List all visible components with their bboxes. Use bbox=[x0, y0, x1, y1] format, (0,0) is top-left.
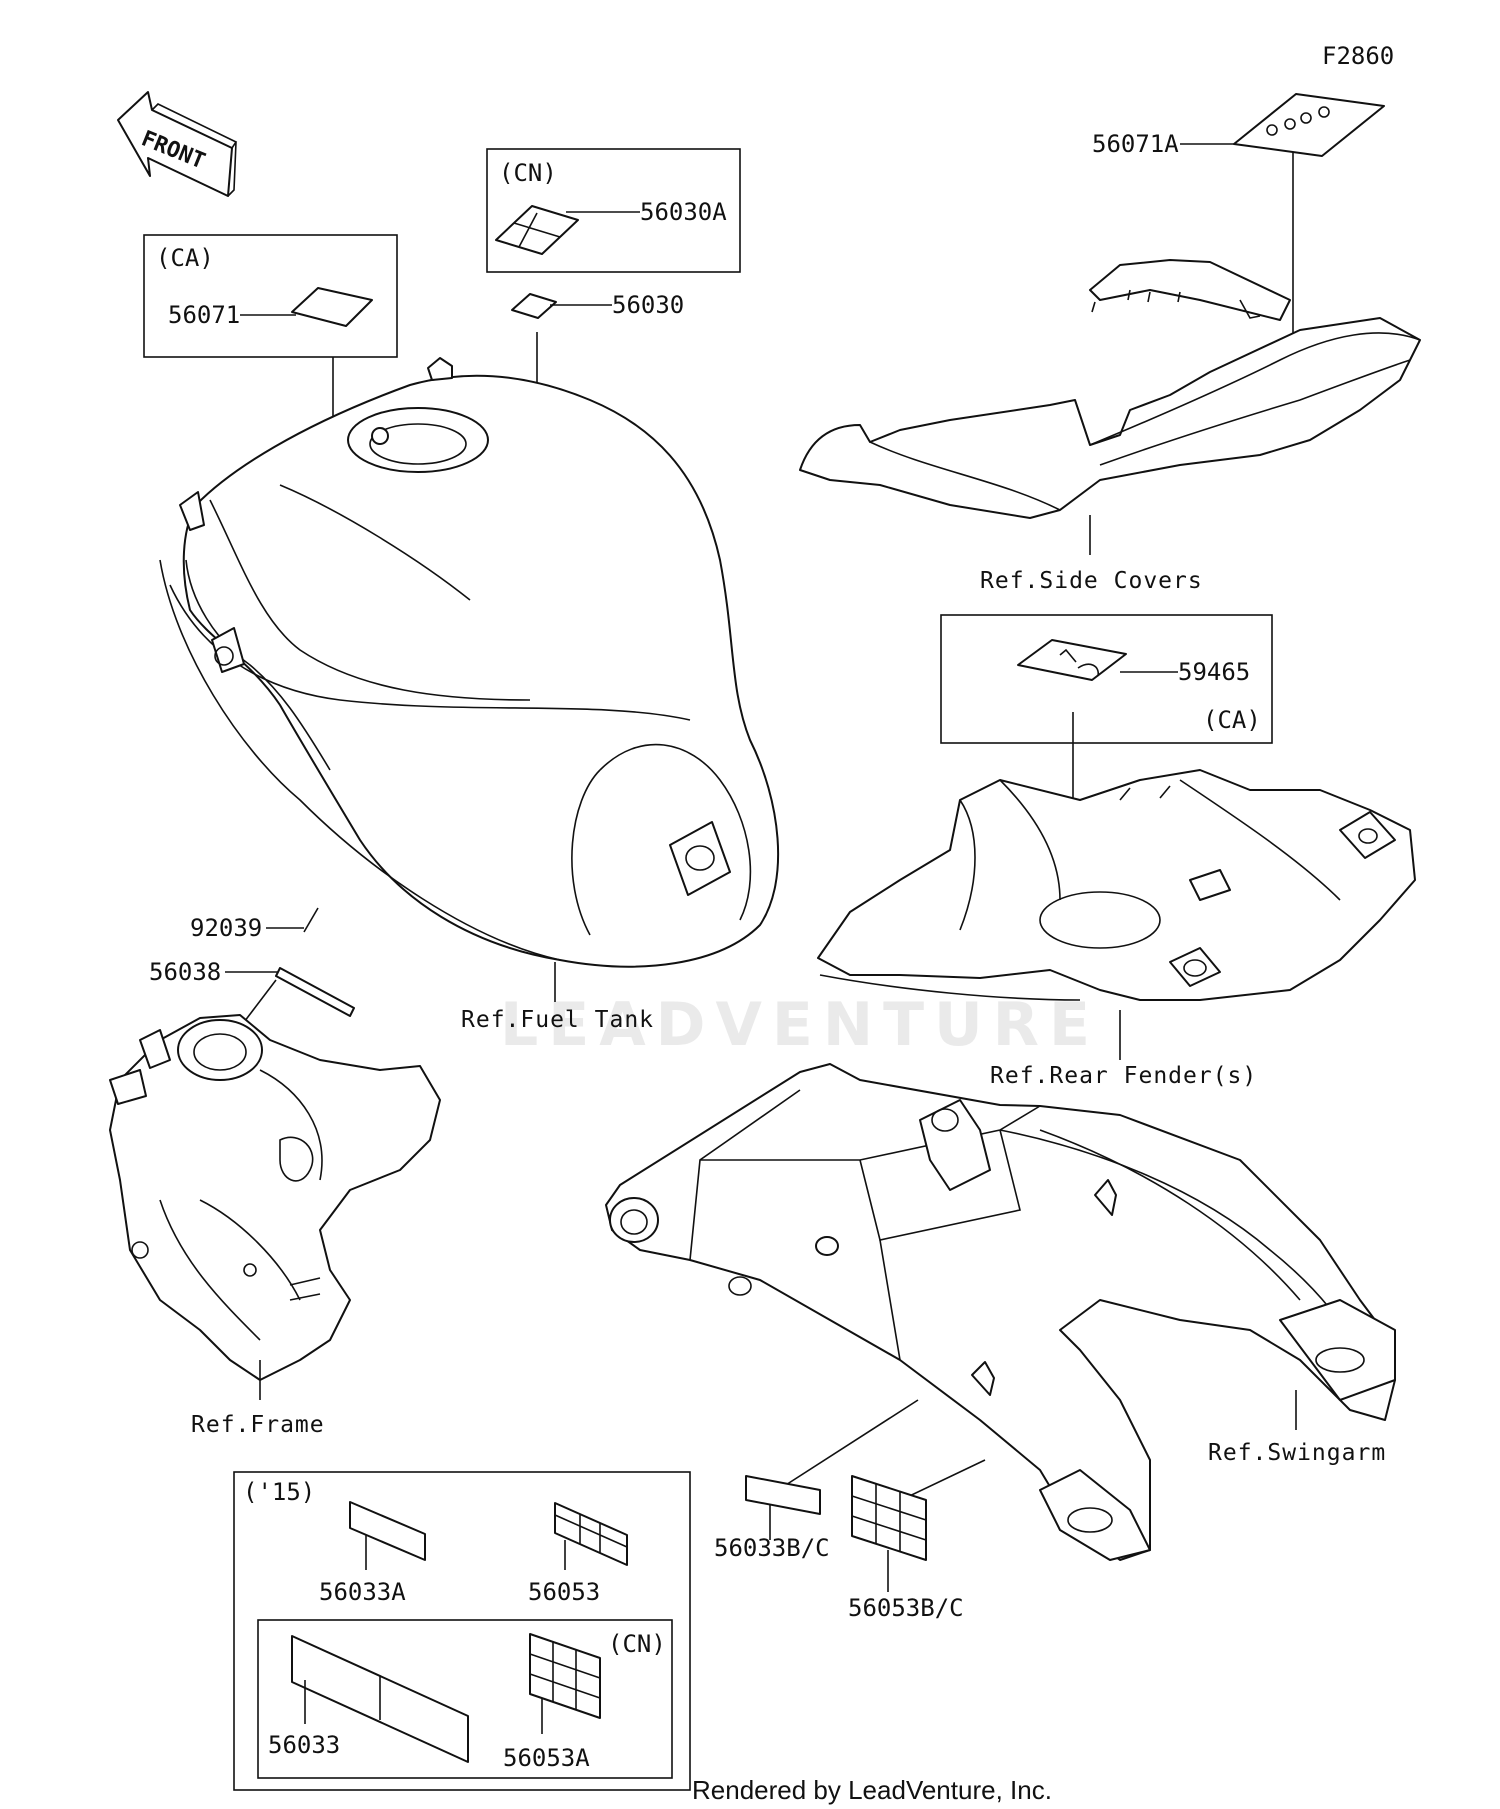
part-label-56053BC: 56053B/C bbox=[848, 1594, 964, 1622]
part-label-56030A: 56030A bbox=[640, 198, 727, 226]
group-box-cn-bottom bbox=[257, 1619, 673, 1779]
part-label-56053: 56053 bbox=[528, 1578, 600, 1606]
front-arrow-icon: FRONT bbox=[117, 91, 238, 197]
label-sticker-56071 bbox=[291, 287, 373, 327]
ref-fuel-tank[interactable]: Ref.Fuel Tank bbox=[461, 1007, 654, 1033]
label-sticker-56053A bbox=[529, 1633, 601, 1719]
label-sticker-56030 bbox=[511, 293, 557, 319]
part-label-92039: 92039 bbox=[190, 914, 262, 942]
cable-tie-92039 bbox=[303, 907, 319, 933]
group-label-ca-top: (CA) bbox=[156, 244, 214, 272]
band-56038 bbox=[275, 967, 355, 1017]
label-sticker-56071A bbox=[1233, 93, 1385, 157]
label-sticker-56053BC bbox=[851, 1475, 927, 1561]
part-label-56033BC: 56033B/C bbox=[714, 1534, 830, 1562]
part-label-59465: 59465 bbox=[1178, 658, 1250, 686]
group-label-cn-top: (CN) bbox=[499, 159, 557, 187]
watermark: LEADVENTURE bbox=[500, 990, 1100, 1060]
group-box-ca-fender bbox=[940, 614, 1273, 744]
part-label-56038: 56038 bbox=[149, 958, 221, 986]
ref-swingarm[interactable]: Ref.Swingarm bbox=[1208, 1440, 1386, 1466]
part-label-56030: 56030 bbox=[612, 291, 684, 319]
group-label-ca-fender: (CA) bbox=[1203, 706, 1261, 734]
figure-code: F2860 bbox=[1322, 42, 1394, 70]
part-label-56053A: 56053A bbox=[503, 1744, 590, 1772]
rear-fender bbox=[817, 769, 1416, 1001]
swingarm bbox=[605, 1063, 1396, 1561]
group-box-ca-top bbox=[143, 234, 398, 358]
fuel-tank bbox=[159, 357, 780, 968]
ref-frame[interactable]: Ref.Frame bbox=[191, 1412, 325, 1438]
label-sticker-56033BC bbox=[745, 1475, 821, 1515]
group-label-cn-bottom: (CN) bbox=[608, 1630, 666, 1658]
part-label-56071: 56071 bbox=[168, 301, 240, 329]
footer-credit: Rendered by LeadVenture, Inc. bbox=[692, 1775, 1052, 1805]
ref-side-covers[interactable]: Ref.Side Covers bbox=[980, 568, 1203, 594]
group-box-cn-top bbox=[486, 148, 741, 273]
part-label-56071A: 56071A bbox=[1092, 130, 1179, 158]
ref-rear-fender[interactable]: Ref.Rear Fender(s) bbox=[990, 1063, 1257, 1089]
label-sticker-59465 bbox=[1017, 639, 1127, 681]
group-label-15: ('15) bbox=[243, 1478, 315, 1506]
part-label-56033: 56033 bbox=[268, 1731, 340, 1759]
side-covers bbox=[799, 259, 1421, 519]
label-sticker-56053 bbox=[554, 1502, 628, 1566]
group-box-15 bbox=[233, 1471, 691, 1791]
label-sticker-56033A bbox=[349, 1501, 426, 1561]
frame bbox=[109, 1014, 441, 1381]
part-label-56033A: 56033A bbox=[319, 1578, 406, 1606]
